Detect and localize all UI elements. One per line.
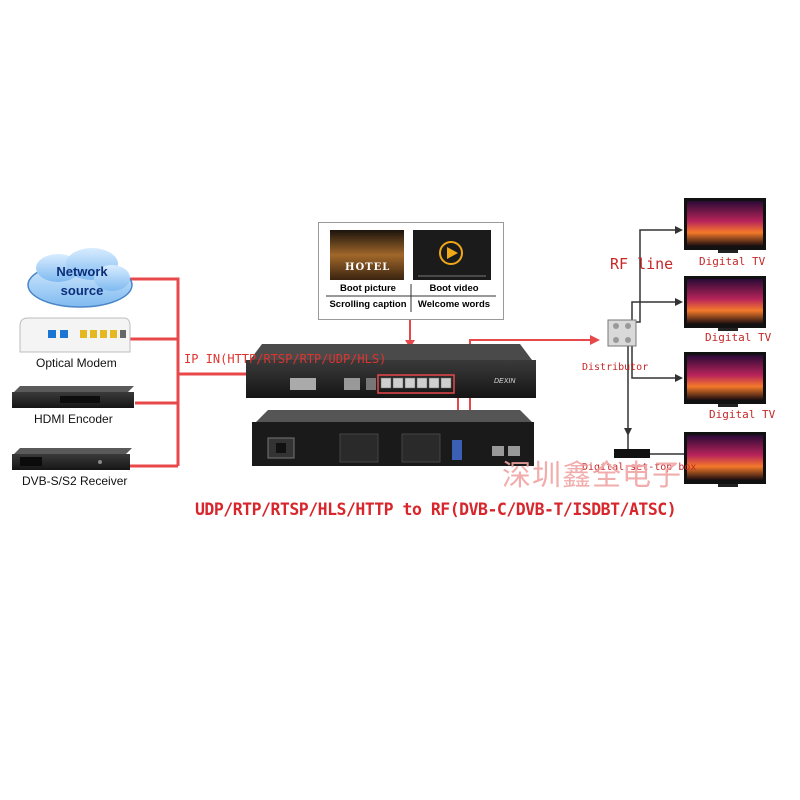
distributor-device: [607, 319, 637, 347]
hotel-sign: HOTEL: [345, 262, 391, 273]
network-source-label: Network source: [56, 264, 108, 298]
rf-arrow: [590, 335, 600, 345]
rf-line-label: RF line: [610, 255, 674, 273]
tv-label-2: Digital TV: [705, 331, 772, 344]
set-top-box-device: [614, 449, 650, 458]
stb-label: Digital set-top box: [582, 462, 697, 473]
tv-label-1: Digital TV: [699, 255, 766, 268]
receiver-device: [12, 448, 132, 470]
optical-modem-device: [19, 317, 131, 353]
tv-2: [684, 276, 766, 331]
bottom-title: UDP/RTP/RTSP/HLS/HTTP to RF(DVB-C/DVB-T/…: [195, 500, 677, 519]
hdmi-encoder-device: [12, 386, 134, 408]
optical-modem-label: Optical Modem: [36, 356, 117, 370]
device-brand: DEXIN: [494, 378, 516, 385]
distributor-label: Distributor: [582, 362, 649, 373]
receiver-label: DVB-S/S2 Receiver: [22, 474, 128, 488]
boot-picture-label: Boot picture: [340, 283, 396, 294]
tv-4: [684, 432, 766, 487]
main-device-back: [252, 410, 534, 466]
main-device-front: [246, 344, 536, 398]
boot-video-label: Boot video: [429, 283, 479, 294]
scrolling-caption-label: Scrolling caption: [329, 299, 407, 310]
network-source-cloud: [27, 248, 133, 308]
watermark: 深圳鑫全电子: [502, 458, 683, 492]
input-lines: [130, 277, 250, 468]
tv-3: [684, 352, 766, 407]
tv-label-3: Digital TV: [709, 408, 776, 421]
tv-1: [684, 198, 766, 253]
welcome-words-label: Welcome words: [417, 299, 491, 310]
ip-in-label: IP IN(HTTP/RTSP/RTP/UDP/HLS): [184, 352, 387, 366]
hdmi-encoder-label: HDMI Encoder: [34, 412, 113, 426]
